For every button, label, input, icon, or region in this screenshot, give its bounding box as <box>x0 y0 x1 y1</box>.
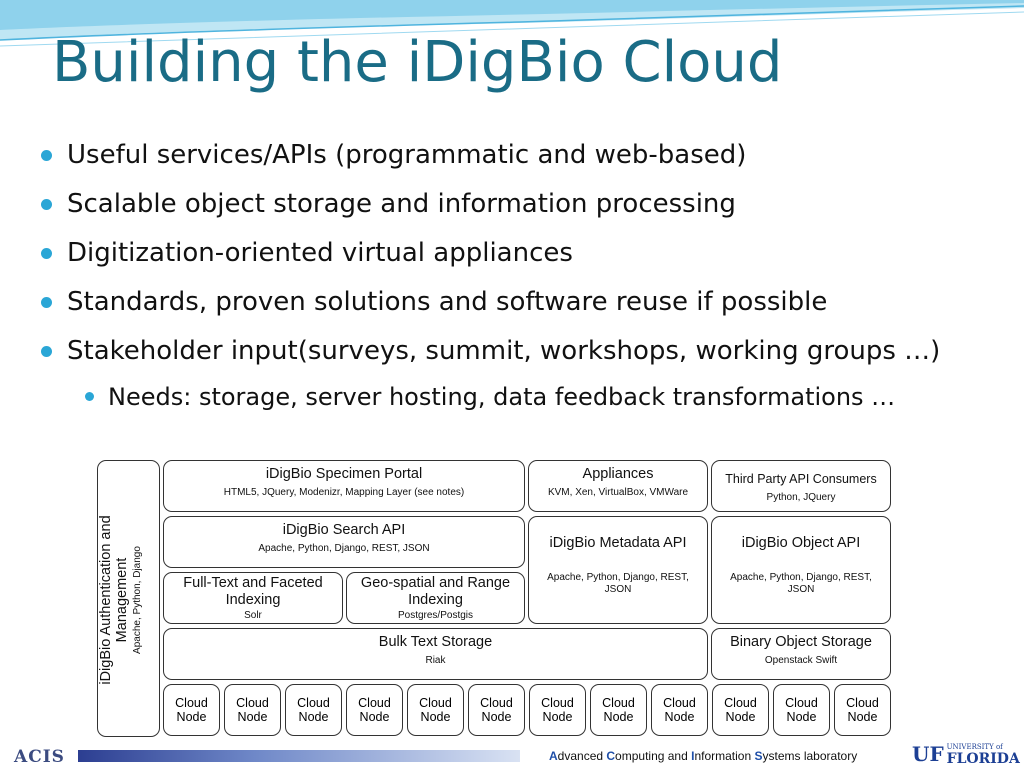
bullet-item: Digitization-oriented virtual appliances <box>38 236 940 285</box>
bullet-item: Useful services/APIs (programmatic and w… <box>38 138 940 187</box>
cloud-node: Cloud Node <box>346 684 403 736</box>
slide-title: Building the iDigBio Cloud <box>52 30 783 95</box>
uf-line1: UNIVERSITY of <box>946 742 1003 751</box>
appliances-title: Appliances <box>582 466 654 482</box>
cloud-node: Cloud Node <box>590 684 647 736</box>
footer-gradient-bar <box>78 750 520 762</box>
object-api-box: iDigBio Object API Apache, Python, Djang… <box>711 516 891 624</box>
fulltext-title-line2: Indexing <box>225 592 281 608</box>
cloud-node: Cloud Node <box>285 684 342 736</box>
specimen-portal-title: iDigBio Specimen Portal <box>265 466 423 482</box>
appliances-tech: KVM, Xen, VirtualBox, VMWare <box>547 487 689 498</box>
fulltext-indexing-box: Full-Text and Faceted Indexing Solr <box>163 572 343 624</box>
binary-object-storage-box: Binary Object Storage Openstack Swift <box>711 628 891 680</box>
acis-logo: ACIS <box>14 747 65 767</box>
bullet-item: Stakeholder input(surveys, summit, works… <box>38 334 940 383</box>
credit-cap: A <box>549 749 558 763</box>
third-party-tech: Python, JQuery <box>766 492 836 503</box>
metadata-api-box: iDigBio Metadata API Apache, Python, Dja… <box>528 516 708 624</box>
geospatial-indexing-box: Geo-spatial and Range Indexing Postgres/… <box>346 572 525 624</box>
bulk-text-tech: Riak <box>425 655 446 666</box>
cloud-node: Cloud Node <box>773 684 830 736</box>
cloud-node: Cloud Node <box>651 684 708 736</box>
credit-cap: I <box>691 749 695 763</box>
bullet-text: Digitization-oriented virtual appliances <box>67 238 573 268</box>
cloud-node: Cloud Node <box>224 684 281 736</box>
bullet-dot-icon <box>41 248 52 259</box>
object-api-title: iDigBio Object API <box>741 535 861 551</box>
bullet-text: Standards, proven solutions and software… <box>67 287 828 317</box>
cloud-node: Cloud Node <box>712 684 769 736</box>
geospatial-title-line1: Geo-spatial and Range <box>360 575 511 591</box>
credit-cap: S <box>754 749 763 763</box>
uf-wordmark: UNIVERSITY of FLORIDA <box>947 743 1020 766</box>
cloud-node: Cloud Node <box>163 684 220 736</box>
metadata-api-title: iDigBio Metadata API <box>549 535 687 551</box>
third-party-box: Third Party API Consumers Python, JQuery <box>711 460 891 512</box>
bullet-item: Scalable object storage and information … <box>38 187 940 236</box>
bulk-text-title: Bulk Text Storage <box>378 634 493 650</box>
header-wave-decoration <box>0 0 1024 47</box>
binary-object-title: Binary Object Storage <box>730 634 872 650</box>
specimen-portal-box: iDigBio Specimen Portal HTML5, JQuery, M… <box>163 460 525 512</box>
credit-cap: C <box>606 749 616 763</box>
bullet-dot-icon <box>85 392 94 401</box>
auth-title-line1: iDigBio Authentication and <box>98 515 114 685</box>
auth-management-label: iDigBio Authentication and Management Ap… <box>98 462 144 738</box>
uf-logo: UF UNIVERSITY of FLORIDA <box>912 742 1020 766</box>
bullet-text: Useful services/APIs (programmatic and w… <box>67 140 747 170</box>
bullet-dot-icon <box>41 346 52 357</box>
cloud-node: Cloud Node <box>529 684 586 736</box>
fulltext-tech: Solr <box>244 610 262 621</box>
auth-management-box <box>97 460 160 737</box>
acis-credit-text: Advanced Computing and Information Syste… <box>549 749 857 763</box>
credit-rest: ystems laboratory <box>762 749 858 763</box>
bullet-dot-icon <box>41 297 52 308</box>
search-api-title: iDigBio Search API <box>282 522 406 538</box>
fulltext-title-line1: Full-Text and Faceted <box>183 575 323 591</box>
cloud-node: Cloud Node <box>834 684 891 736</box>
object-api-tech: Apache, Python, Django, REST, JSON <box>730 572 872 595</box>
credit-rest: nformation <box>694 749 755 763</box>
uf-line2: FLORIDA <box>946 750 1020 767</box>
bullet-list: Useful services/APIs (programmatic and w… <box>38 138 940 419</box>
metadata-api-tech: Apache, Python, Django, REST, JSON <box>547 572 689 595</box>
search-api-tech: Apache, Python, Django, REST, JSON <box>258 543 430 554</box>
search-api-box: iDigBio Search API Apache, Python, Djang… <box>163 516 525 568</box>
bullet-dot-icon <box>41 150 52 161</box>
sub-bullet-text: Needs: storage, server hosting, data fee… <box>108 383 896 411</box>
cloud-node: Cloud Node <box>407 684 464 736</box>
geospatial-tech: Postgres/Postgis <box>397 610 474 621</box>
sub-bullet-item: Needs: storage, server hosting, data fee… <box>38 383 940 419</box>
uf-mark: UF <box>912 742 944 766</box>
credit-rest: dvanced <box>557 749 607 763</box>
specimen-portal-tech: HTML5, JQuery, Modenizr, Mapping Layer (… <box>223 487 465 498</box>
third-party-title: Third Party API Consumers <box>725 472 877 486</box>
bullet-item: Standards, proven solutions and software… <box>38 285 940 334</box>
auth-tech: Apache, Python, Django <box>132 546 143 654</box>
bullet-dot-icon <box>41 199 52 210</box>
cloud-node: Cloud Node <box>468 684 525 736</box>
credit-rest: omputing and <box>615 749 692 763</box>
geospatial-title-line2: Indexing <box>408 592 463 608</box>
binary-object-tech: Openstack Swift <box>764 655 838 666</box>
bullet-text: Stakeholder input(surveys, summit, works… <box>67 336 941 366</box>
bullet-text: Scalable object storage and information … <box>67 189 736 219</box>
bulk-text-storage-box: Bulk Text Storage Riak <box>163 628 708 680</box>
appliances-box: Appliances KVM, Xen, VirtualBox, VMWare <box>528 460 708 512</box>
auth-title-line2: Management <box>114 557 130 643</box>
